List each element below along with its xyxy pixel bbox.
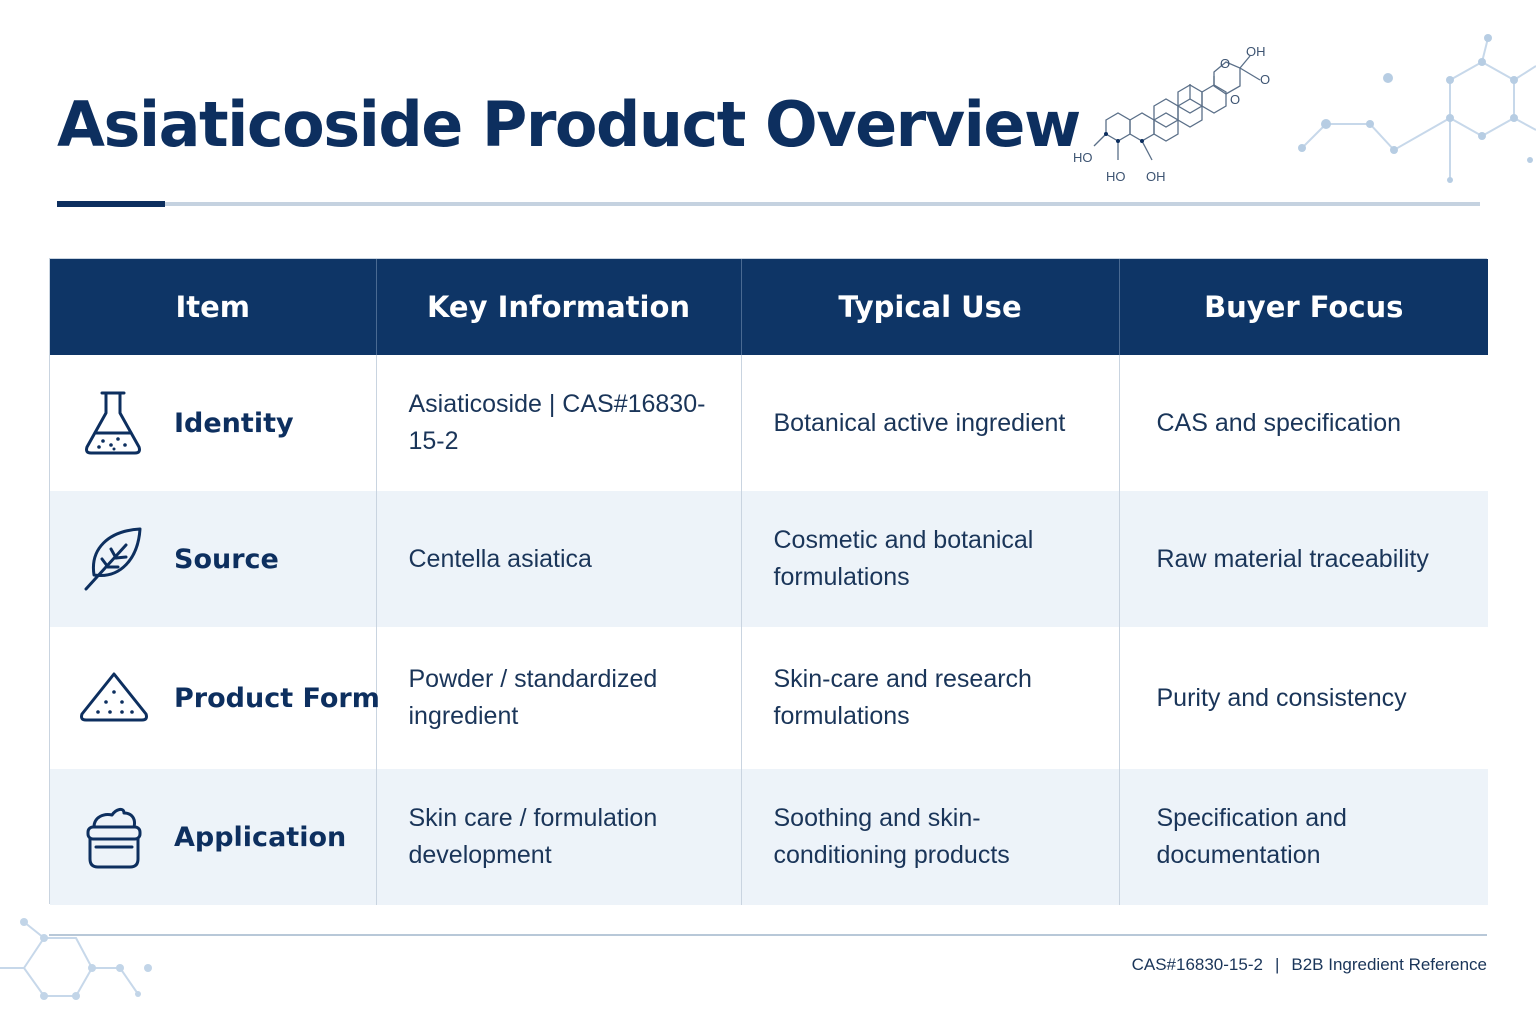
molecule-label-o: O: [1260, 72, 1270, 87]
footer-separator: |: [1274, 955, 1280, 974]
hexagon-network-icon: [1298, 34, 1536, 183]
column-header-typical-use: Typical Use: [741, 259, 1120, 355]
title-divider-accent: [57, 201, 165, 207]
table-row: Application Skin care / formulation deve…: [50, 769, 1488, 905]
table-row: Source Centella asiatica Cosmetic and bo…: [50, 491, 1488, 627]
buyer-focus-cell: Specification and documentation: [1119, 769, 1488, 905]
buyer-focus-cell: Raw material traceability: [1119, 491, 1488, 627]
molecule-structure-icon: OH O O O HO HO OH: [1073, 44, 1270, 184]
molecule-label-o: O: [1220, 56, 1230, 71]
footer-reference: B2B Ingredient Reference: [1291, 955, 1487, 974]
molecule-label-o: O: [1230, 92, 1240, 107]
buyer-focus-cell: Purity and consistency: [1119, 627, 1488, 769]
table-header-row: Item Key Information Typical Use Buyer F…: [50, 259, 1488, 355]
item-cell: Application: [50, 769, 377, 905]
typical-use-cell: Soothing and skin-conditioning products: [741, 769, 1120, 905]
key-info-cell: Skin care / formulation development: [376, 769, 742, 905]
item-cell: Identity: [50, 355, 377, 491]
item-label: Identity: [174, 407, 294, 439]
flask-icon: [78, 387, 150, 459]
powder-pile-icon: [78, 662, 150, 734]
leaf-icon: [78, 523, 150, 595]
typical-use-cell: Skin-care and research formulations: [741, 627, 1120, 769]
typical-use-cell: Botanical active ingredient: [741, 355, 1120, 491]
item-cell: Product Form: [50, 627, 380, 769]
table-row: Identity Asiaticoside | CAS#16830-15-2 B…: [50, 355, 1488, 491]
key-info-cell: Centella asiatica: [376, 491, 742, 627]
item-label: Source: [174, 543, 279, 575]
footer-divider: [49, 934, 1487, 936]
item-label: Product Form: [174, 682, 380, 714]
molecule-label-oh: OH: [1146, 169, 1166, 184]
item-label: Application: [174, 821, 347, 853]
typical-use-cell: Cosmetic and botanical formulations: [741, 491, 1120, 627]
footer: CAS#16830-15-2 | B2B Ingredient Reference: [1132, 955, 1487, 975]
molecule-labels: OH O O O HO HO OH: [1073, 44, 1270, 184]
molecule-label-ho: HO: [1073, 150, 1093, 165]
buyer-focus-cell: CAS and specification: [1119, 355, 1488, 491]
overview-table: Item Key Information Typical Use Buyer F…: [49, 258, 1488, 905]
page-title: Asiaticoside Product Overview: [57, 88, 1081, 161]
molecule-label-ho: HO: [1106, 169, 1126, 184]
title-divider: [57, 202, 1480, 206]
column-header-key-information: Key Information: [376, 259, 742, 355]
item-cell: Source: [50, 491, 377, 627]
key-info-cell: Asiaticoside | CAS#16830-15-2: [376, 355, 742, 491]
column-header-item: Item: [50, 259, 377, 355]
column-header-buyer-focus: Buyer Focus: [1119, 259, 1488, 355]
key-info-cell: Powder / standardized ingredient: [376, 627, 742, 769]
molecule-label-oh: OH: [1246, 44, 1266, 59]
cream-jar-icon: [78, 801, 150, 873]
table-row: Product Form Powder / standardized ingre…: [50, 627, 1488, 769]
hexagon-cluster-icon: [0, 918, 152, 1000]
footer-cas: CAS#16830-15-2: [1131, 955, 1263, 974]
